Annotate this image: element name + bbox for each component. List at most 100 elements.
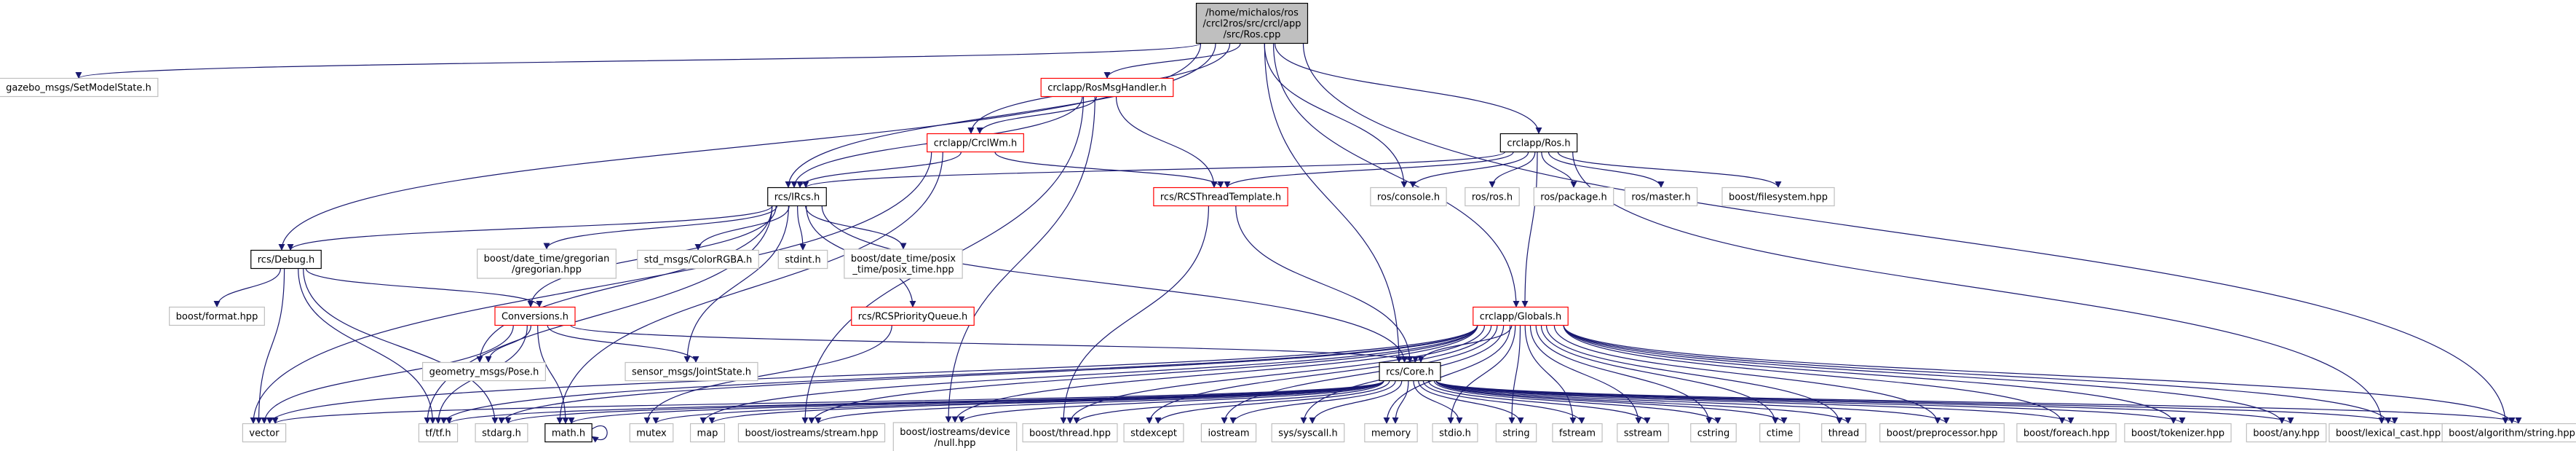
node-rosconsole[interactable]: ros/console.h bbox=[1370, 187, 1447, 207]
edge-ircs-to-pose bbox=[476, 205, 773, 363]
node-globals[interactable]: crclapp/Globals.h bbox=[1473, 306, 1569, 326]
edge-rcscore-to-vector bbox=[272, 380, 1384, 425]
node-gregorian[interactable]: boost/date_time/gregorian/gregorian.hpp bbox=[477, 248, 617, 279]
node-preprocessor[interactable]: boost/preprocessor.hpp bbox=[1879, 423, 2005, 443]
node-stdarg[interactable]: stdarg.h bbox=[475, 423, 528, 443]
node-syscall[interactable]: sys/syscall.h bbox=[1271, 423, 1345, 443]
node-priorityqueue[interactable]: rcs/RCSPriorityQueue.h bbox=[851, 306, 975, 326]
node-box bbox=[2246, 423, 2327, 443]
node-rosmaster[interactable]: ros/master.h bbox=[1624, 187, 1698, 207]
edge-ircs-to-rcscore bbox=[821, 205, 1408, 363]
edge-rcscore-to-stdarg bbox=[504, 380, 1384, 425]
edge-rcscore-to-boostthread bbox=[1073, 380, 1384, 424]
node-box bbox=[169, 306, 265, 326]
node-label: std_msgs/ColorRGBA.h bbox=[644, 255, 752, 266]
node-tftf[interactable]: tf/tf.h bbox=[418, 423, 459, 443]
edge-conversions-to-jointstate bbox=[547, 325, 700, 363]
edge-rcsdebug-to-stdarg bbox=[303, 268, 499, 424]
node-boostthread[interactable]: boost/thread.hpp bbox=[1022, 423, 1118, 443]
node-boostfilesystem[interactable]: boost/filesystem.hpp bbox=[1721, 187, 1835, 207]
node-posixtime[interactable]: boost/date_time/posix_time/posix_time.hp… bbox=[844, 248, 963, 279]
node-box bbox=[1364, 423, 1418, 443]
node-rosmsghandler[interactable]: crclapp/RosMsgHandler.h bbox=[1040, 77, 1174, 98]
node-stdexcept[interactable]: stdexcept bbox=[1123, 423, 1184, 443]
edge-rcscore-to-tokenizer bbox=[1435, 380, 2186, 425]
edge-rosmsghandler-to-rcsthreadtemplate bbox=[1115, 96, 1218, 188]
node-box bbox=[767, 187, 827, 207]
node-label: stdarg.h bbox=[482, 428, 521, 439]
node-label: ros/master.h bbox=[1631, 192, 1690, 203]
node-ircs[interactable]: rcs/IRcs.h bbox=[767, 187, 827, 207]
node-box bbox=[0, 77, 159, 98]
node-ctime[interactable]: ctime bbox=[1759, 423, 1800, 443]
edge-globals-to-sstream bbox=[1529, 325, 1642, 424]
node-box bbox=[1821, 423, 1866, 443]
node-sstream[interactable]: sstream bbox=[1617, 423, 1669, 443]
edge-conversions-to-pose bbox=[485, 325, 531, 363]
node-label: geometry_msgs/Pose.h bbox=[429, 367, 539, 378]
edge-rcscore-to-sstream bbox=[1428, 380, 1651, 424]
node-root[interactable]: /home/michalos/ros/crcl2ros/src/crcl/app… bbox=[1195, 2, 1309, 44]
node-label: boost/algorithm/string.hpp bbox=[2449, 428, 2575, 439]
node-memory[interactable]: memory bbox=[1364, 423, 1418, 443]
node-rcsthreadtemplate[interactable]: rcs/RCSThreadTemplate.h bbox=[1153, 187, 1288, 207]
edge-ros_h-to-rosros bbox=[1489, 152, 1536, 188]
node-cstring[interactable]: cstring bbox=[1690, 423, 1737, 443]
node-thread[interactable]: thread bbox=[1821, 423, 1866, 443]
node-label: boost/preprocessor.hpp bbox=[1887, 428, 1998, 439]
node-label: boost/any.hpp bbox=[2253, 428, 2319, 439]
node-stdio[interactable]: stdio.h bbox=[1432, 423, 1478, 443]
node-conversions[interactable]: Conversions.h bbox=[494, 306, 576, 326]
node-vector[interactable]: vector bbox=[242, 423, 287, 443]
node-tokenizer[interactable]: boost/tokenizer.hpp bbox=[2124, 423, 2232, 443]
node-rcsdebug[interactable]: rcs/Debug.h bbox=[250, 249, 322, 270]
node-algostring[interactable]: boost/algorithm/string.hpp bbox=[2441, 423, 2576, 443]
edge-rcscore-to-cstring bbox=[1433, 380, 1721, 424]
edge-globals-to-preprocessor bbox=[1553, 325, 1941, 424]
node-box bbox=[2016, 423, 2117, 443]
node-stdint[interactable]: stdint.h bbox=[777, 249, 828, 270]
edge-rcsdebug-to-vector bbox=[255, 268, 285, 424]
node-box bbox=[1879, 423, 2005, 443]
node-fstream[interactable]: fstream bbox=[1552, 423, 1603, 443]
node-label: cstring bbox=[1697, 428, 1729, 439]
node-lexicalcast[interactable]: boost/lexical_cast.hpp bbox=[2329, 423, 2448, 443]
node-jointstate[interactable]: sensor_msgs/JointState.h bbox=[625, 361, 758, 382]
edge-ros_h-to-globals bbox=[1521, 152, 1538, 307]
edge-root-to-algostring bbox=[1302, 43, 2509, 424]
node-foreach[interactable]: boost/foreach.hpp bbox=[2016, 423, 2117, 443]
edge-rcscore-to-iostreamsstream bbox=[815, 380, 1384, 425]
edge-globals-to-stdio bbox=[1447, 325, 1516, 424]
node-boostformat[interactable]: boost/format.hpp bbox=[169, 306, 265, 326]
node-box bbox=[1473, 306, 1569, 326]
node-label: boost/filesystem.hpp bbox=[1729, 192, 1828, 203]
node-devicenull[interactable]: boost/iostreams/device/null.hpp bbox=[892, 422, 1018, 451]
node-label: memory bbox=[1371, 428, 1411, 439]
node-string[interactable]: string bbox=[1495, 423, 1537, 443]
node-box bbox=[1499, 133, 1578, 153]
node-label: mutex bbox=[636, 428, 667, 439]
node-rcscore[interactable]: rcs/Core.h bbox=[1379, 361, 1441, 382]
node-mutex[interactable]: mutex bbox=[629, 423, 674, 443]
node-colorrgba[interactable]: std_msgs/ColorRGBA.h bbox=[637, 249, 759, 270]
node-boostany[interactable]: boost/any.hpp bbox=[2246, 423, 2327, 443]
node-crclwm[interactable]: crclapp/CrclWm.h bbox=[927, 133, 1024, 153]
node-box bbox=[851, 306, 975, 326]
edge-ircs-to-gregorian bbox=[543, 205, 778, 250]
node-label: rcs/Core.h bbox=[1386, 367, 1434, 378]
edge-rosmsghandler-to-crclwm bbox=[976, 96, 1098, 134]
node-rosros[interactable]: ros/ros.h bbox=[1465, 187, 1520, 207]
node-map[interactable]: map bbox=[689, 423, 726, 443]
node-rospackage[interactable]: ros/package.h bbox=[1533, 187, 1614, 207]
node-ros_h[interactable]: crclapp/Ros.h bbox=[1499, 133, 1578, 153]
node-gazebo_setmodelstate[interactable]: gazebo_msgs/SetModelState.h bbox=[0, 77, 159, 98]
edge-rcscore-to-ctime bbox=[1435, 380, 1788, 424]
node-iostream[interactable]: iostream bbox=[1200, 423, 1257, 443]
node-pose[interactable]: geometry_msgs/Pose.h bbox=[421, 361, 547, 382]
node-box bbox=[1495, 423, 1537, 443]
edge-ros_h-to-rosconsole bbox=[1409, 152, 1529, 188]
node-box bbox=[1022, 423, 1118, 443]
node-iostreamsstream[interactable]: boost/iostreams/stream.hpp bbox=[737, 423, 886, 443]
node-mathh[interactable]: math.h bbox=[544, 423, 593, 443]
